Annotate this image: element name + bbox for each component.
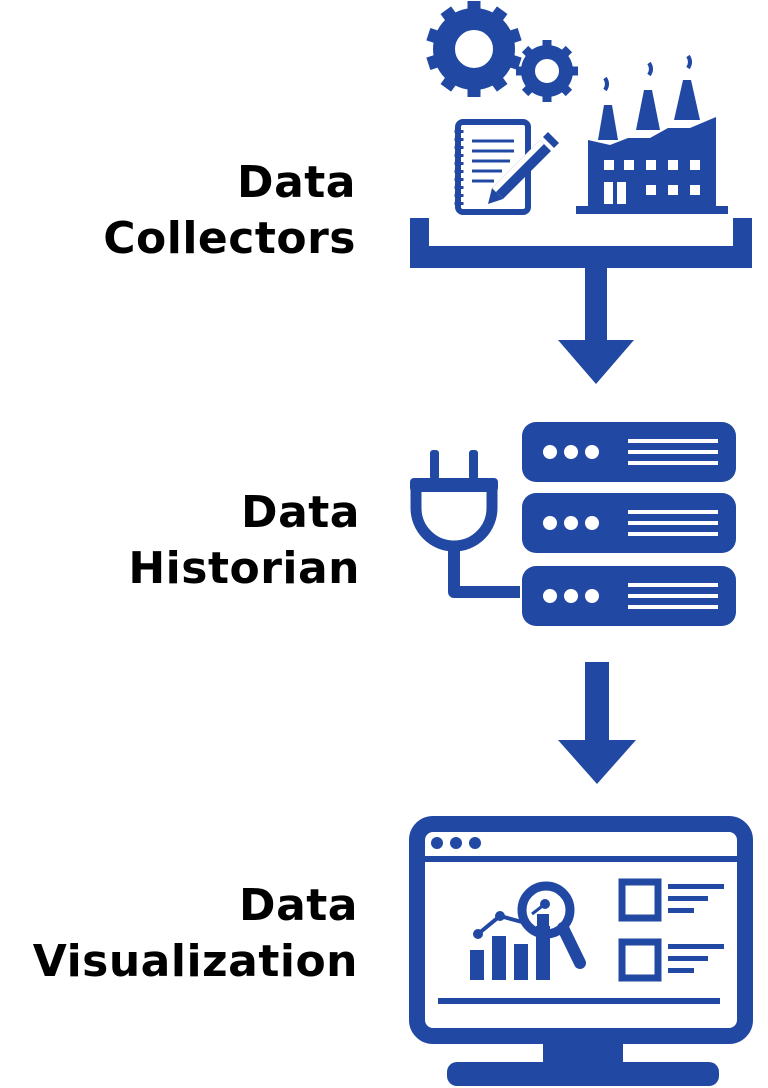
gear-tooth (560, 84, 573, 97)
gear-tooth (542, 40, 552, 48)
gear-tooth (440, 6, 457, 23)
server-unit (522, 493, 736, 553)
stage-label-line2: Collectors (103, 213, 356, 264)
stage-label-visualization: Data Visualization (33, 878, 358, 990)
server-rack-icon (522, 422, 736, 626)
power-plug-icon (410, 450, 520, 598)
gear-tooth (440, 75, 457, 92)
gear-tooth (491, 6, 508, 23)
stage-label-line1: Data (241, 487, 360, 538)
server-unit (522, 566, 736, 626)
gear-tooth (570, 66, 578, 76)
gear-tooth (508, 27, 522, 44)
stage-label-line2: Historian (128, 543, 360, 594)
gear-icon (516, 40, 578, 102)
checklist-icon (618, 878, 724, 982)
gear-tooth (467, 87, 481, 97)
stage-label-collectors: Data Collectors (103, 155, 356, 267)
gear-tooth (508, 54, 522, 71)
gear-tooth (426, 27, 440, 44)
stage-label-line2: Visualization (32, 936, 358, 987)
factory-icon (576, 54, 728, 214)
stage-label-line1: Data (237, 157, 356, 208)
stage-label-historian: Data Historian (128, 485, 360, 597)
gear-tooth (426, 54, 440, 71)
bar-chart-icon (470, 911, 550, 980)
monitor-dashboard-icon (409, 816, 753, 1086)
notepad-pencil-icon (454, 119, 559, 215)
server-unit (522, 422, 736, 482)
arrow-down-icon (558, 266, 634, 384)
gear-tooth (542, 94, 552, 102)
gear-tooth (516, 66, 524, 76)
gear-tooth (521, 84, 534, 97)
arrow-down-icon (558, 662, 636, 784)
gear-tooth (467, 1, 481, 11)
magnifier-chart-icon (517, 881, 586, 969)
collector-tray (410, 218, 752, 268)
gear-icon (426, 1, 522, 97)
gear-tooth (521, 45, 534, 58)
gear-tooth (560, 45, 573, 58)
gear-tooth (491, 75, 508, 92)
stage-label-line1: Data (239, 880, 358, 931)
